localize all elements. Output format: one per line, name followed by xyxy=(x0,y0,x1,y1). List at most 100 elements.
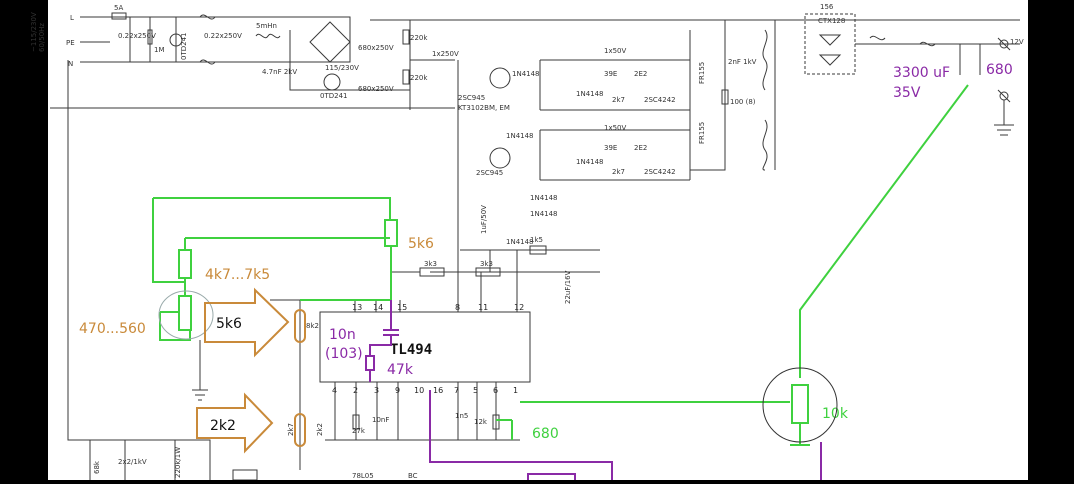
pin-14: 14 xyxy=(373,303,383,312)
choke-label: 5mHn xyxy=(256,22,277,30)
r-top2-label: 2E2 xyxy=(634,70,647,78)
r-bot1-label: 39E xyxy=(604,144,617,152)
misc-d2-label: 1N4148 xyxy=(530,194,558,202)
p-label: BC xyxy=(408,472,418,480)
paper-sheet xyxy=(48,0,1028,480)
mains-n-label: N xyxy=(68,60,73,68)
arrow-2k2-label: 2k2 xyxy=(210,418,236,434)
pin-15: 15 xyxy=(397,303,407,312)
r-68k-label: 68k xyxy=(93,460,101,474)
r-bot-label: 220k xyxy=(410,74,428,82)
r-2k2-label: 2k2 xyxy=(316,423,324,436)
q-top-label: 2SC945 xyxy=(458,94,485,102)
lower-left-circuit: 68k 2x2/1kV 220k/1W 78L05 BC xyxy=(50,60,455,481)
d-bot-label: 1N4148 xyxy=(506,132,534,140)
r-top1-label: 39E xyxy=(604,70,617,78)
mains-freq-label: 60/50Hz xyxy=(38,23,46,52)
r-680-bottom-label: 680 xyxy=(532,426,559,442)
driver-stage: 2SC945 KT3102BM, EM 1N4148 1x50V 39E 2E2… xyxy=(458,20,757,234)
r-1k5-label: 1k5 xyxy=(530,236,543,244)
r-bot3-label: 2k7 xyxy=(612,168,625,176)
cx-label: 1x250V xyxy=(432,50,459,58)
tl494-chip-name: TL494 xyxy=(390,342,432,358)
pot-10k-label: 10k xyxy=(822,406,849,422)
r-5k6-top-label: 5k6 xyxy=(408,236,434,252)
snubber-c-label: 2nF 1kV xyxy=(728,58,757,66)
cap-1u-label: 1uF/50V xyxy=(480,205,488,234)
q-top-alt-label: KT3102BM, EM xyxy=(458,104,510,112)
c2-label: 0.22x250V xyxy=(204,32,242,40)
tl494-controller: 3k3 3k3 1N4148 1k5 22uF/16V TL494 13 14 … xyxy=(270,60,600,470)
r-8k2-highlight xyxy=(294,309,306,343)
r-680-top-label: 680 xyxy=(986,62,1013,78)
c-2x2-label: 2x2/1kV xyxy=(118,458,147,466)
c-103-label: (103) xyxy=(325,346,363,362)
orange-overlay: 5k6 2k2 xyxy=(196,287,306,454)
c-bulk2-label: 680x250V xyxy=(358,85,394,93)
purple-overlay: 10n (103) 47k 3300 uF 35V 680 xyxy=(325,62,1013,480)
fuse xyxy=(111,12,127,20)
green-overlay: 5k6 4k7...7k5 470...560 680 10k xyxy=(79,84,969,446)
ntc2-label: 0TD241 xyxy=(320,92,347,100)
pin-11: 11 xyxy=(478,303,488,312)
cy-label: 4.7nF 2kV xyxy=(262,68,297,76)
c-10n-label: 10n xyxy=(329,327,356,343)
pin-7: 7 xyxy=(454,386,459,395)
out-voltage-label: 12V xyxy=(1010,38,1024,46)
pin-13: 13 xyxy=(352,303,362,312)
r-3k3b-label: 3k3 xyxy=(480,260,493,268)
c1-label: 0.22x250V xyxy=(118,32,156,40)
r-3k3a-label: 3k3 xyxy=(424,260,437,268)
pin-10: 10 xyxy=(414,386,424,395)
mains-l-label: L xyxy=(70,14,74,22)
misc-d1-label: 1N4148 xyxy=(506,238,534,246)
mains-input: L PE N ~115/230V 60/50Hz 5A 0.22x250V 1M… xyxy=(30,4,300,76)
mains-pe-label: PE xyxy=(66,39,75,47)
r-12k-label: 12k xyxy=(474,418,488,426)
pin-1: 1 xyxy=(513,386,518,395)
r-bot2-label: 2E2 xyxy=(634,144,647,152)
cap-22-label: 22uF/16V xyxy=(564,270,572,304)
c-10nf-label: 10nF xyxy=(372,416,389,424)
q-out-top-label: 2SC4242 xyxy=(644,96,676,104)
d-top2-label: 1N4148 xyxy=(576,90,604,98)
highlight-470-circle xyxy=(158,290,214,340)
q-top xyxy=(489,67,511,89)
r-4k7-label: 4k7...7k5 xyxy=(205,267,270,283)
ntc-label: 0TD241 xyxy=(180,33,188,60)
cap-3300-label: 3300 uF xyxy=(893,65,950,81)
output-top-label: 156 xyxy=(820,3,834,11)
pin-16: 16 xyxy=(433,386,443,395)
fuse-label: 5A xyxy=(114,4,123,12)
r-2k7-label: 2k7 xyxy=(287,423,295,436)
arrow-2k2 xyxy=(196,392,274,454)
d-bot2-label: 1N4148 xyxy=(576,158,604,166)
fr-bot-label: FR155 xyxy=(698,122,706,144)
pin-12: 12 xyxy=(514,303,524,312)
c-bulk1-label: 680x250V xyxy=(358,44,394,52)
r-8k2-label: 8k2 xyxy=(306,322,319,330)
fr-top-label: FR155 xyxy=(698,62,706,84)
q-bot-label: 2SC945 xyxy=(476,169,503,177)
switch-label: 115/230V xyxy=(325,64,359,72)
r-top3-label: 2k7 xyxy=(612,96,625,104)
pot-10k-circle xyxy=(762,367,838,443)
c-1n5-label: 1n5 xyxy=(455,412,468,420)
r-47k-label: 47k xyxy=(387,362,414,378)
cap-35v-label: 35V xyxy=(893,85,921,101)
snubber-r-label: 100 (8) xyxy=(730,98,756,106)
c-top-label: 1x50V xyxy=(604,47,627,55)
q-bot xyxy=(489,147,511,169)
reg-label: 78L05 xyxy=(352,472,374,480)
q-out-bot-label: 2SC4242 xyxy=(644,168,676,176)
tl494-chip xyxy=(319,311,531,383)
r1-label: 1M xyxy=(154,46,165,54)
r-470-label: 470...560 xyxy=(79,321,146,337)
r-2k7-highlight xyxy=(294,413,306,447)
ctx-label: CTX128 xyxy=(818,17,845,25)
d-top-label: 1N4148 xyxy=(512,70,540,78)
mains-voltage-label: ~115/230V xyxy=(30,12,38,52)
r-220k-label: 220k/1W xyxy=(174,447,182,478)
